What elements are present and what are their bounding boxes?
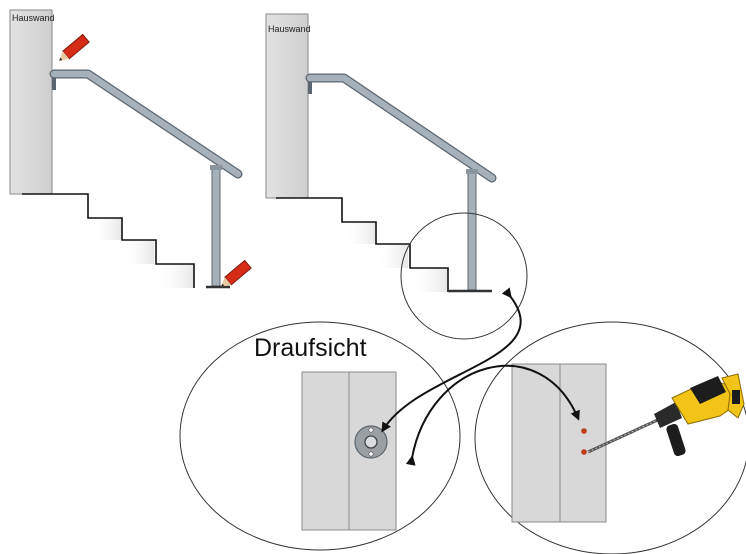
top-view-detail: Draufsicht [179,321,461,551]
drill-detail [474,321,746,554]
house-wall-right [265,13,309,199]
handrail-left [49,69,243,289]
house-wall-label-right: Hauswand [268,24,311,34]
red-pencil-icon [221,259,252,287]
house-wall-label-left: Hauswand [12,13,55,23]
drill-hole-mark-top [581,428,587,434]
arrow-top-view-to-drill [405,364,580,466]
stair-outline-right [276,197,449,292]
drill-hole-mark-bottom [581,449,587,455]
top-view-title: Draufsicht [254,334,367,362]
flow-arrows [381,287,580,466]
stair-shading-right [344,222,448,292]
arrow-post-to-top-view [381,287,522,433]
hammer-drill-icon [587,373,745,457]
house-wall-left [9,9,53,195]
stair-drawing-right: Hauswand [265,13,528,340]
stair-shading-left [90,218,194,288]
red-pencil-icon [59,33,90,61]
stair-drawing-left: Hauswand [9,9,252,289]
post-base-plate-icon [354,425,388,459]
stair-outline-left [22,193,195,288]
